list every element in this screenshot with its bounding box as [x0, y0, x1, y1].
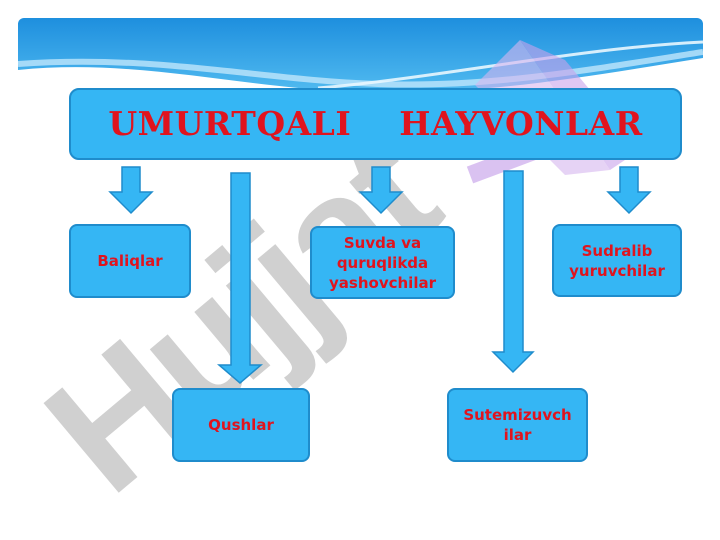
svg-text:Hujjat: Hujjat [12, 100, 472, 529]
node-label: Sudralib yuruvchilar [569, 241, 665, 280]
node-sudralib: Sudralib yuruvchilar [552, 224, 682, 297]
title-box: UMURTQALI HAYVONLAR [69, 88, 682, 160]
node-qushlar: Qushlar [172, 388, 310, 462]
node-label: Baliqlar [97, 252, 163, 270]
node-label: Sutemizuvch ilar [463, 406, 572, 444]
diagram-title: UMURTQALI HAYVONLAR [108, 104, 643, 143]
node-sutemizuvchilar: Sutemizuvch ilar [447, 388, 588, 462]
arrow-to-baliqlar [108, 166, 154, 215]
arrow-to-qushlar [216, 172, 264, 384]
watermark-text: Hujjat [12, 100, 472, 529]
arrow-to-sutemizuvchilar [491, 170, 535, 374]
node-label: Qushlar [208, 416, 274, 434]
node-label: Suvda va quruqlikda yashovchilar [329, 233, 436, 292]
arrow-to-sudralib [606, 166, 652, 215]
arrow-to-suvda [358, 166, 404, 215]
node-suvda: Suvda va quruqlikda yashovchilar [310, 226, 455, 299]
node-baliqlar: Baliqlar [69, 224, 191, 298]
